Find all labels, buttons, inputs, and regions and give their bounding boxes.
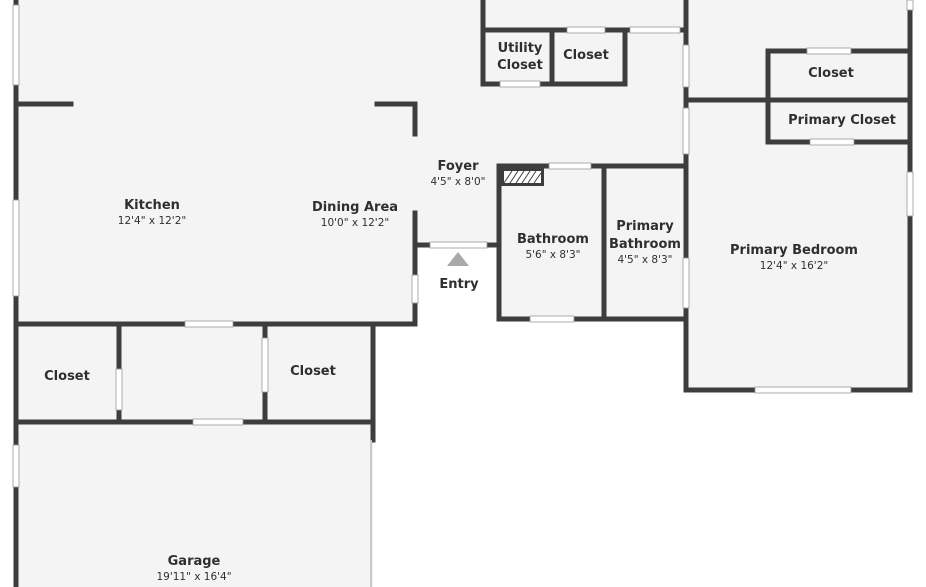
- primary-bathroom-name-1: Primary: [616, 219, 674, 234]
- primary-bedroom-name: Primary Bedroom: [730, 243, 858, 258]
- foyer-name: Foyer: [438, 159, 480, 174]
- entry-label: Entry: [439, 277, 479, 292]
- primary-bedroom-dims: 12'4" x 16'2": [760, 260, 828, 272]
- door-closet-left: [115, 368, 123, 411]
- room-labels: Kitchen 12'4" x 12'2" Dining Area 10'0" …: [44, 41, 896, 583]
- closet-top-name: Closet: [563, 48, 609, 63]
- floor-fills: [16, 0, 910, 587]
- closet-left-name: Closet: [44, 369, 90, 384]
- window-kitchen-left-top: [12, 4, 20, 86]
- dining-dims: 10'0" x 12'2": [321, 217, 389, 229]
- window-dining-right: [411, 274, 419, 304]
- primary-closet-name: Primary Closet: [788, 113, 896, 128]
- door-entry: [429, 241, 488, 249]
- openings: [12, 0, 914, 488]
- entry-arrow-icon: [447, 252, 469, 266]
- primary-bathroom-name-2: Bathroom: [609, 237, 681, 252]
- foyer-dims: 4'5" x 8'0": [430, 176, 485, 188]
- hatch-vent-icon: [501, 168, 544, 186]
- floor-closet-row: [16, 324, 373, 422]
- dining-name: Dining Area: [312, 200, 398, 215]
- kitchen-dims: 12'4" x 12'2": [118, 215, 186, 227]
- primary-bathroom-dims: 4'5" x 8'3": [617, 254, 672, 266]
- door-bedroom-left-mid: [682, 107, 690, 155]
- bathroom-dims: 5'6" x 8'3": [525, 249, 580, 261]
- utility-closet-name-2: Closet: [497, 58, 543, 73]
- closet-mid-name: Closet: [290, 364, 336, 379]
- window-bedroom-right-top: [906, 0, 914, 11]
- door-closet-row-top: [184, 320, 234, 328]
- door-closet-top-b: [629, 26, 681, 34]
- kitchen-name: Kitchen: [124, 198, 180, 213]
- door-closet-mid: [261, 337, 269, 393]
- door-primary-closet: [809, 138, 855, 146]
- window-kitchen-left-mid: [12, 199, 20, 297]
- door-bathroom: [548, 162, 592, 170]
- bathroom-name: Bathroom: [517, 232, 589, 247]
- door-bedroom-left-top: [682, 44, 690, 88]
- door-utility: [499, 80, 541, 88]
- garage-dims: 19'11" x 16'4": [156, 571, 231, 583]
- door-bedroom-left-low: [682, 257, 690, 309]
- closet-right-top-name: Closet: [808, 66, 854, 81]
- door-closet-row-bottom: [192, 418, 244, 426]
- window-bedroom-bottom: [754, 386, 852, 394]
- window-garage-left: [12, 444, 20, 488]
- door-closet-rt: [806, 47, 852, 55]
- door-closet-top: [566, 26, 606, 34]
- window-bedroom-right: [906, 171, 914, 217]
- floor-garage: [16, 422, 373, 587]
- garage-name: Garage: [168, 554, 221, 569]
- floor-bath-block: [499, 166, 686, 319]
- utility-closet-name-1: Utility: [498, 41, 543, 56]
- window-bathroom: [529, 315, 575, 323]
- floor-bedroom-wing: [686, 0, 910, 390]
